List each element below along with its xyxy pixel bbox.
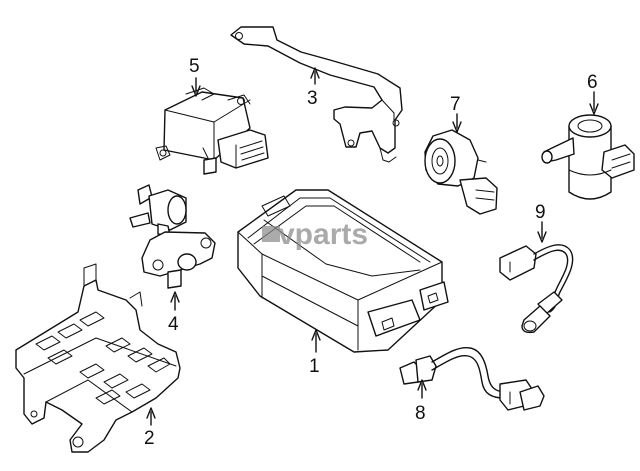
callout-3: 3 <box>307 88 318 109</box>
callout-9: 9 <box>535 202 546 223</box>
callout-2: 2 <box>144 428 155 449</box>
callout-8: 8 <box>415 403 426 424</box>
watermark-text: vparts <box>278 218 368 251</box>
watermark: vparts <box>262 218 368 251</box>
valve-part-4 <box>129 184 216 289</box>
watermark-logo-mark <box>262 226 280 242</box>
module-part-5 <box>155 87 269 175</box>
sensor-part-8 <box>399 347 545 411</box>
callout-1: 1 <box>309 356 320 377</box>
bracket-part-3 <box>230 26 403 163</box>
callout-4: 4 <box>168 314 179 335</box>
shield-part-2 <box>15 263 181 453</box>
harness-part-9 <box>499 244 574 334</box>
callout-6: 6 <box>587 72 598 93</box>
valve-part-6 <box>541 114 635 200</box>
leader-lines <box>146 67 599 426</box>
callout-5: 5 <box>189 56 200 77</box>
callout-7: 7 <box>450 94 461 115</box>
sensor-part-7 <box>424 129 498 215</box>
canister-part-1 <box>237 189 449 353</box>
